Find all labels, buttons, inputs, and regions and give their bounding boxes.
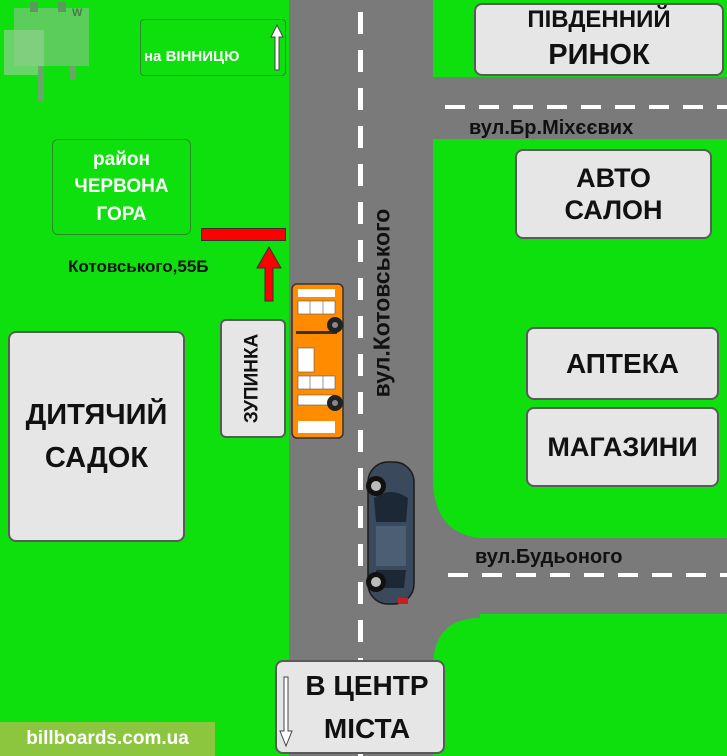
zupynka-label: ЗУПИНКА (241, 333, 263, 424)
lane-marking-bottom-right (448, 573, 727, 577)
chervona-label: ЧЕРВОНА (74, 176, 169, 198)
sign-avto-salon: АВТО САЛОН (515, 149, 712, 239)
raion-label: район (93, 148, 150, 170)
sign-pivdennyi-rynok: ПІВДЕННИЙ РИНОК (474, 3, 724, 76)
svg-text:W: W (72, 7, 83, 19)
street-label-kotovskogo: вул.Котовського (368, 208, 394, 397)
lane-marking-top-right (445, 105, 727, 109)
rynok-label: РИНОК (548, 39, 650, 72)
sign-v-tsentr-mista: В ЦЕНТР МІСТА (275, 660, 445, 754)
avto-label: АВТО (576, 162, 651, 193)
billboard-marker (201, 228, 286, 241)
car-icon (366, 461, 415, 605)
mista-label: МІСТА (323, 713, 411, 744)
v-tsentr-label: В ЦЕНТР (305, 669, 429, 701)
gora-label: ГОРА (96, 203, 147, 225)
sign-apteka: АПТЕКА (526, 327, 719, 400)
red-up-arrow-icon (256, 246, 282, 302)
logo-icon: W (4, 2, 89, 101)
up-arrow-icon (270, 24, 284, 71)
stop-address-label: Котовського,55Б (68, 257, 209, 276)
lane-marking-main (358, 12, 363, 756)
sadok-label: САДОК (44, 441, 149, 474)
street-label-bratyv-mikheievykh: вул.Бр.Міхєєвих (469, 117, 634, 139)
watermark: billboards.com.ua (0, 722, 215, 756)
sign-na-vinnytsiu: на ВІННИЦЮ (140, 19, 286, 76)
pivdennyi-label: ПІВДЕННИЙ (527, 5, 671, 33)
street-label-budionnogo: вул.Будьоного (475, 546, 623, 568)
sign-zupynka: ЗУПИНКА (220, 319, 286, 438)
bus-icon (291, 283, 344, 439)
dytiachyi-label: ДИТЯЧИЙ (25, 399, 168, 432)
down-arrow-icon (279, 676, 293, 748)
sign-magazyny: МАГАЗИНИ (526, 407, 719, 487)
na-vinnytsiu-label: на ВІННИЦЮ (144, 48, 240, 65)
salon-label: САЛОН (564, 195, 663, 225)
sign-raion-chervona-gora: район ЧЕРВОНА ГОРА (52, 139, 191, 235)
sign-dytiachyi-sadok: ДИТЯЧИЙ САДОК (8, 331, 185, 542)
